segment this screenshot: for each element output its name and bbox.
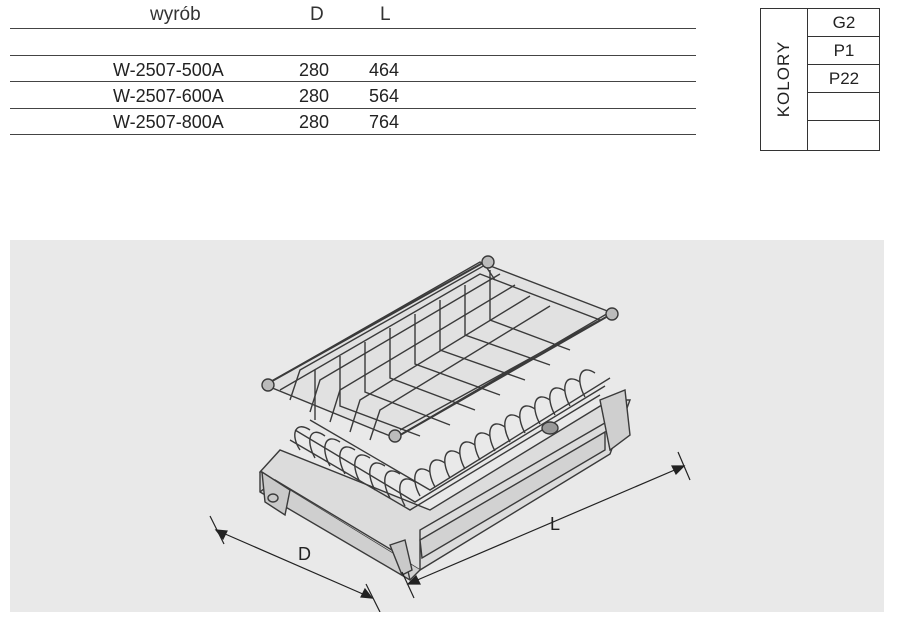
- dimension-d-label: D: [298, 544, 311, 564]
- colors-label: KOLORY: [774, 40, 793, 118]
- header-d: D: [310, 4, 324, 25]
- row-product: W-2507-800A: [113, 112, 224, 132]
- row-d: 280: [299, 60, 330, 80]
- row-product: W-2507-600A: [113, 86, 224, 106]
- color-option: [808, 121, 880, 149]
- table-rule: [10, 108, 696, 109]
- row-d: 280: [299, 112, 330, 132]
- row-product: W-2507-500A: [113, 60, 224, 80]
- color-option: [808, 93, 880, 121]
- product-drawing: D L: [10, 240, 884, 612]
- table-rule: [10, 28, 696, 29]
- header-l: L: [380, 4, 391, 25]
- dish-rack-illustration: D L: [209, 255, 691, 612]
- row-d: 280: [299, 86, 330, 106]
- table-rule: [10, 81, 696, 82]
- row-l: 464: [369, 60, 400, 80]
- table-rule: [10, 55, 696, 56]
- color-option: G2: [808, 9, 880, 37]
- colors-label-cell: KOLORY: [761, 9, 808, 150]
- row-l: 564: [369, 86, 400, 106]
- header-product: wyrób: [150, 4, 201, 25]
- row-l: 764: [369, 112, 400, 132]
- dimension-l-label: L: [550, 514, 560, 534]
- color-option: P1: [808, 37, 880, 65]
- colors-box: KOLORY G2 P1 P22: [760, 8, 880, 151]
- table-rule: [10, 134, 696, 135]
- dimension-table: wyrób D L W-2507-500A 280 464 W-2507-600…: [10, 0, 696, 140]
- color-option: P22: [808, 65, 880, 93]
